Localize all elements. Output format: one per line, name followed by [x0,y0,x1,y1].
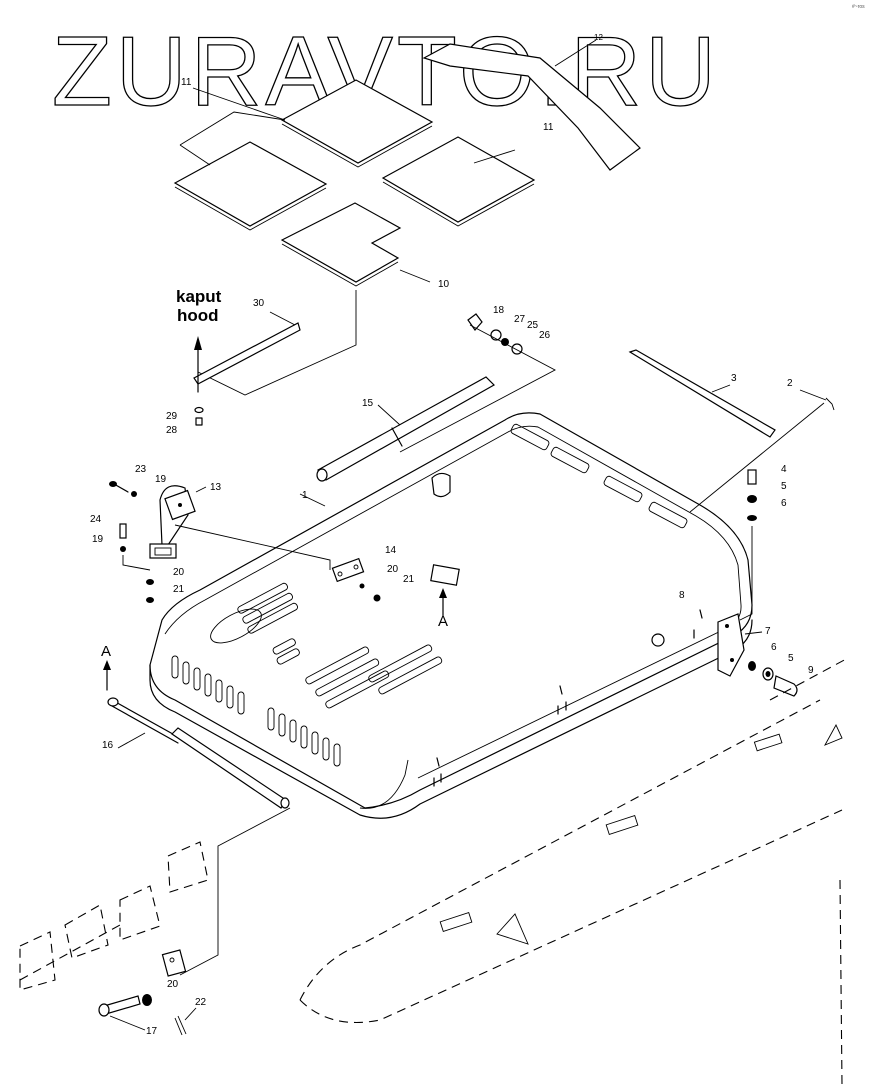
callout-3: 3 [731,373,737,384]
pad-front-l-shape [280,202,402,283]
callout-20d: 20 [174,979,186,990]
hinge-right [717,469,798,697]
callout-7: 7 [765,626,771,637]
callout-8: 8 [679,590,685,601]
callout-23: 23 [135,464,147,475]
seal-strip [422,39,641,171]
support-bar [193,311,301,426]
callout-19b: 19 [92,534,104,545]
callout-28: 28 [166,425,178,436]
callout-21b: 21 [403,574,415,585]
main-cover [149,412,753,819]
callout-4: 4 [781,464,787,475]
callout-10: 10 [438,279,450,290]
view-label-a-left: A [101,643,111,660]
callout-25: 25 [527,320,539,331]
callout-20b: 20 [387,564,399,575]
hinge-left [109,481,331,603]
callout-20a: 20 [173,567,185,578]
direction-label-line1: kaput [176,287,222,306]
direction-label-line2: hood [177,306,219,325]
callout-13: 13 [210,482,222,493]
callout-12: 12 [594,33,603,42]
callout-11a: 11 [181,77,192,88]
callout-30: 30 [253,298,265,309]
callout-17: 17 [146,1026,158,1037]
callout-15: 15 [362,398,374,409]
insulation-pads [173,79,536,287]
callout-19a: 19 [155,474,167,485]
callout-18: 18 [493,305,505,316]
detail-a-top [430,564,460,617]
gas-spring-upper [316,376,495,482]
pad-left [173,141,328,227]
callout-11b: 11 [543,122,554,133]
callout-labels: 1 2 3 4 5 5 6 6 7 8 9 10 11 11 12 13 14 … [90,33,814,1037]
callout-21a: 21 [173,584,185,595]
callout-26: 26 [539,330,551,341]
pad-top [280,79,434,164]
callout-2: 2 [787,378,793,389]
cover-outline [149,412,753,809]
frame-dashed [19,657,849,1085]
callout-6b: 6 [771,642,777,653]
pad-right [381,136,536,223]
front-grille [171,655,341,767]
corner-mark: #~ros [852,4,865,10]
seal-strip-part [422,43,641,171]
cover-latch [431,472,451,498]
callout-29: 29 [166,411,178,422]
callout-6a: 6 [781,498,787,509]
callout-14: 14 [385,545,397,556]
callout-20c: 20 [167,979,179,990]
callout-27: 27 [514,314,526,325]
gas-spring-lower [103,660,291,976]
view-label-a-top: A [438,613,448,630]
callout-5a: 5 [781,481,787,492]
watermark-text: ZURAVTO.RU [52,16,720,126]
callout-9: 9 [808,665,814,676]
callout-1: 1 [302,490,308,501]
callout-5b: 5 [788,653,794,664]
rod-part [628,349,835,513]
vent-slots [210,423,688,709]
fastener-stack-top [399,313,556,453]
callout-24: 24 [90,514,102,525]
plate-part [331,557,381,602]
callout-22: 22 [195,997,207,1008]
callout-16: 16 [102,740,114,751]
